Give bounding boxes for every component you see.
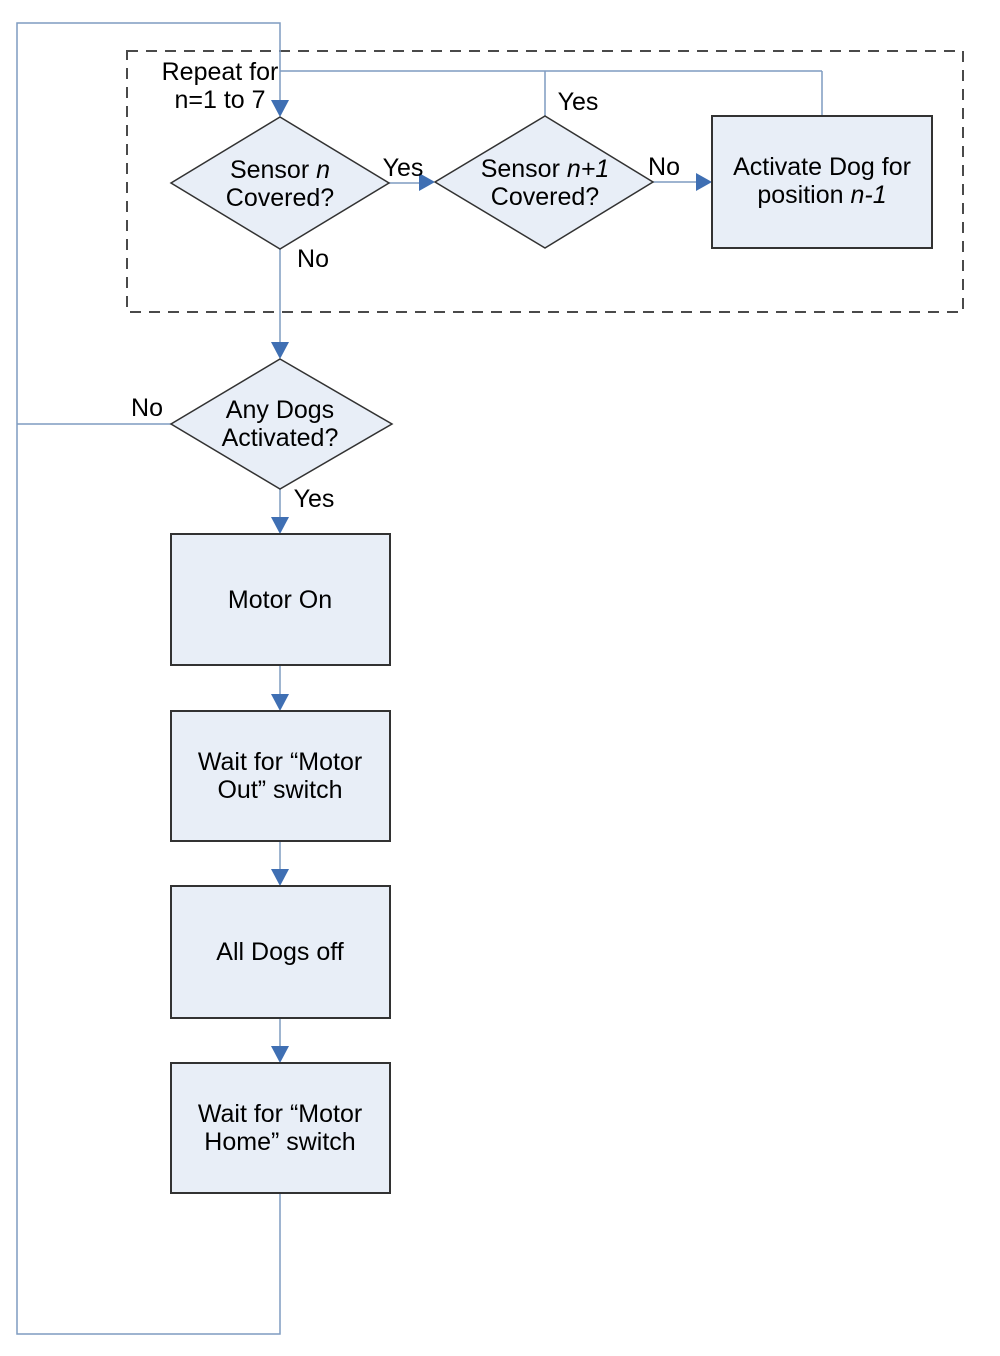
wait-motor-home-box-label: Wait for “Motor Home” switch (197, 1100, 363, 1156)
all-dogs-off-box-shape (170, 885, 391, 1019)
wait-motor-home-box-shape (170, 1062, 391, 1194)
sensor-n-diamond-label: Sensor n Covered? (225, 156, 335, 212)
motor-on-box-shape (170, 533, 391, 666)
edge-label-yes-sensor-n: Yes (382, 154, 424, 182)
edge-label-no-any-dogs: No (131, 394, 163, 422)
arrowhead-into-wait-motor-out (271, 694, 289, 711)
arrowhead-into-motor-on (271, 517, 289, 534)
activate-dog-box-shape (711, 115, 933, 249)
activate-dog-box-label: Activate Dog for position n-1 (733, 153, 911, 209)
sensor-n-diamond-shape (169, 116, 391, 250)
wait-motor-out-box-label: Wait for “Motor Out” switch (197, 748, 363, 804)
edge-label-yes-any-dogs: Yes (293, 485, 335, 513)
any-dogs-diamond-label: Any Dogs Activated? (221, 396, 339, 452)
sensor-n1-diamond-label: Sensor n+1 Covered? (480, 155, 610, 211)
edge-label-yes-sensor-n1: Yes (557, 88, 599, 116)
wait-motor-out-box-shape (170, 710, 391, 842)
motor-on-box-label: Motor On (227, 586, 333, 614)
any-dogs-diamond-shape (169, 358, 394, 490)
arrowhead-into-sensor-n (271, 100, 289, 117)
connector-return-to-sensor-n (280, 70, 823, 116)
connector-main-loop-back (16, 22, 281, 1335)
arrowhead-into-activate-dog (696, 173, 712, 191)
repeat-loop-dashed-border (126, 50, 964, 313)
arrowhead-into-all-dogs-off (271, 869, 289, 886)
arrowhead-into-any-dogs (271, 342, 289, 359)
edge-label-no-sensor-n1: No (648, 153, 680, 181)
arrowhead-into-wait-motor-home (271, 1046, 289, 1063)
edge-label-no-sensor-n: No (297, 245, 329, 273)
repeat-loop-label: Repeat for n=1 to 7 (161, 58, 279, 114)
arrowhead-into-sensor-n1 (419, 173, 435, 191)
sensor-n1-diamond-shape (433, 115, 655, 249)
all-dogs-off-box-label: All Dogs off (216, 938, 344, 966)
